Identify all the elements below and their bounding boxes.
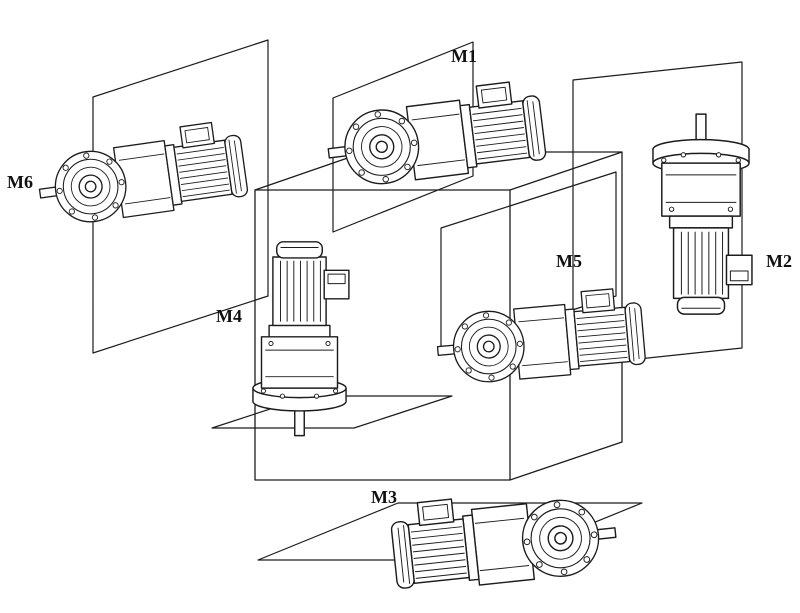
label-m5: M5 — [556, 251, 582, 271]
label-m4: M4 — [216, 306, 242, 326]
gearmotor-m5 — [433, 285, 647, 387]
gearmotor-m4 — [252, 241, 350, 437]
label-m6: M6 — [7, 172, 33, 192]
label-m2: M2 — [766, 251, 792, 271]
gearmotor-m2 — [652, 113, 753, 315]
label-m1: M1 — [451, 46, 477, 66]
gearmotor-m1 — [322, 78, 548, 191]
mounting-plane-m6 — [92, 39, 269, 354]
mounting-plane-m1 — [332, 41, 474, 233]
gearmotor-m3 — [388, 481, 621, 595]
label-m3: M3 — [371, 487, 397, 507]
gearmotor-m6 — [32, 118, 250, 230]
mounting-plane-m2 — [572, 61, 743, 367]
